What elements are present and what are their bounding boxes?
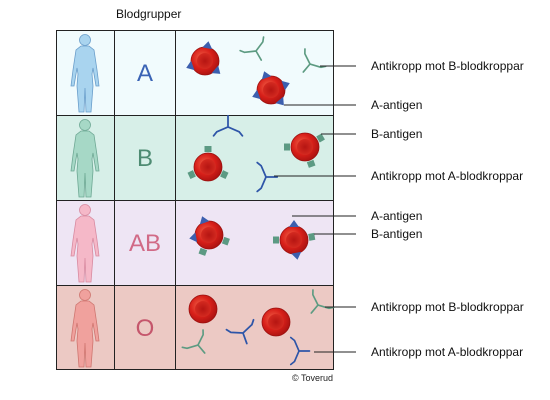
red-blood-cell <box>261 307 291 337</box>
blood-type-a: A <box>137 60 153 87</box>
leader-lines <box>274 65 356 353</box>
row-ab-contents <box>189 216 316 260</box>
blood-type-ab: AB <box>129 230 161 257</box>
label-anti-b-antibody: Antikropp mot B-blodkroppar <box>371 59 524 73</box>
grid-lines <box>56 30 334 370</box>
diagram-title: Blodgrupper <box>116 7 182 21</box>
blood-group-diagram: A B AB O <box>56 30 356 370</box>
red-blood-cell <box>186 41 221 76</box>
row-a-contents <box>186 36 327 106</box>
red-blood-cell <box>189 216 230 256</box>
red-blood-cell <box>188 294 218 324</box>
row-a-background <box>56 30 334 115</box>
label-a-antigen: A-antigen <box>371 98 423 112</box>
label-anti-b-antibody: Antikropp mot B-blodkroppar <box>371 300 524 314</box>
copyright-text: © Toverud <box>292 373 333 383</box>
label-b-antigen: B-antigen <box>371 227 423 241</box>
row-b-contents <box>187 114 325 193</box>
red-blood-cell <box>187 146 229 182</box>
label-b-antigen: B-antigen <box>371 127 423 141</box>
blood-type-o: O <box>136 315 155 342</box>
label-anti-a-antibody: Antikropp mot A-blodkroppar <box>371 169 524 183</box>
red-blood-cell <box>284 132 325 168</box>
label-anti-a-antibody: Antikropp mot A-blodkroppar <box>371 345 524 359</box>
row-b-background <box>56 115 334 200</box>
label-a-antigen: A-antigen <box>371 209 423 223</box>
red-blood-cell <box>273 220 316 260</box>
blood-type-b: B <box>137 145 153 172</box>
red-blood-cell <box>252 71 290 106</box>
